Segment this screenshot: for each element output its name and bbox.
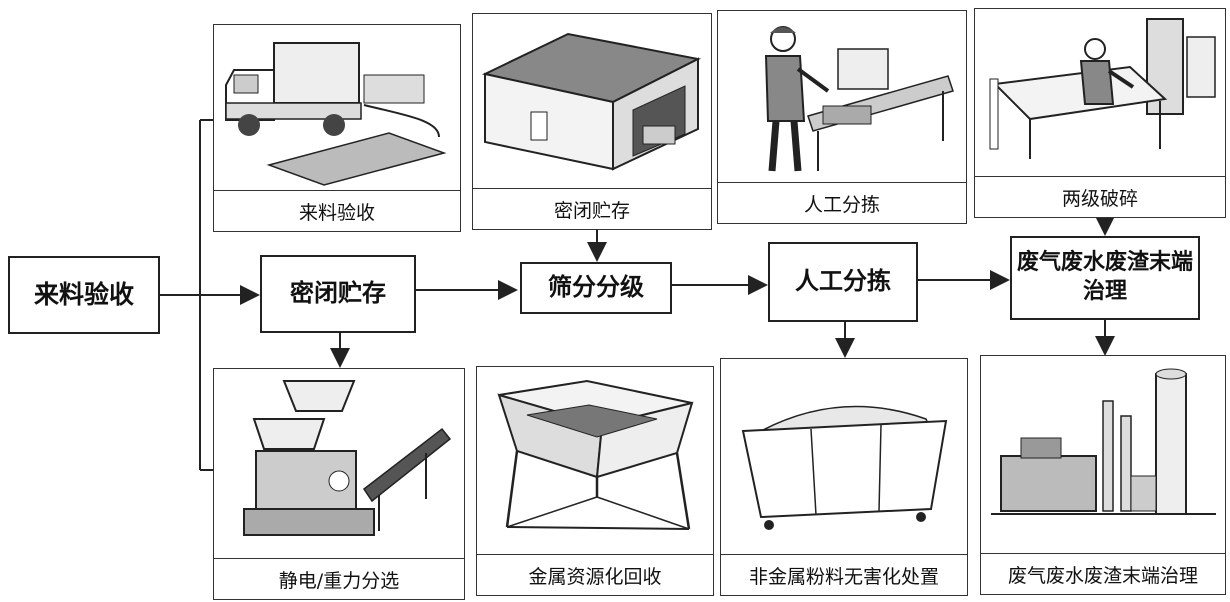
top-card-receiving-caption: 来料验收 xyxy=(214,190,460,231)
warehouse-icon xyxy=(473,14,711,189)
truck-with-circuit-boards-icon xyxy=(214,25,460,191)
flow-box-end-treatment: 废气废水废渣末端治理 xyxy=(1010,236,1200,320)
powder-bin-cart-icon xyxy=(721,359,967,555)
bottom-card-treatment: 废气废水废渣末端治理 xyxy=(980,355,1226,595)
flow-box-screening: 筛分分级 xyxy=(520,262,672,314)
top-card-crushing-caption: 两级破碎 xyxy=(975,176,1225,217)
bottom-card-metal: 金属资源化回收 xyxy=(476,366,714,596)
bottom-card-powder: 非金属粉料无害化处置 xyxy=(720,358,968,596)
bottom-card-treatment-caption: 废气废水废渣末端治理 xyxy=(981,553,1225,594)
top-card-storage-caption: 密闭贮存 xyxy=(473,188,711,229)
bottom-card-metal-caption: 金属资源化回收 xyxy=(477,554,713,595)
top-card-receiving: 来料验收 xyxy=(213,24,461,232)
bottom-card-powder-caption: 非金属粉料无害化处置 xyxy=(721,554,967,595)
top-card-sorting: 人工分拣 xyxy=(717,10,967,224)
bottom-card-separation-caption: 静电/重力分选 xyxy=(214,558,464,599)
worker-crusher-machine-icon xyxy=(975,9,1225,177)
top-card-crushing: 两级破碎 xyxy=(974,8,1226,218)
electrostatic-separator-conveyor-icon xyxy=(214,369,464,559)
flow-box-storage: 密闭贮存 xyxy=(260,255,416,333)
metal-hopper-icon xyxy=(477,367,713,555)
top-card-storage: 密闭贮存 xyxy=(472,13,712,230)
treatment-plant-silo-icon xyxy=(981,356,1225,554)
top-card-sorting-caption: 人工分拣 xyxy=(718,182,966,223)
flow-box-manual-sorting: 人工分拣 xyxy=(768,242,918,322)
bottom-card-separation: 静电/重力分选 xyxy=(213,368,465,600)
worker-sorting-table-icon xyxy=(718,11,966,183)
start-box: 来料验收 xyxy=(8,256,160,334)
